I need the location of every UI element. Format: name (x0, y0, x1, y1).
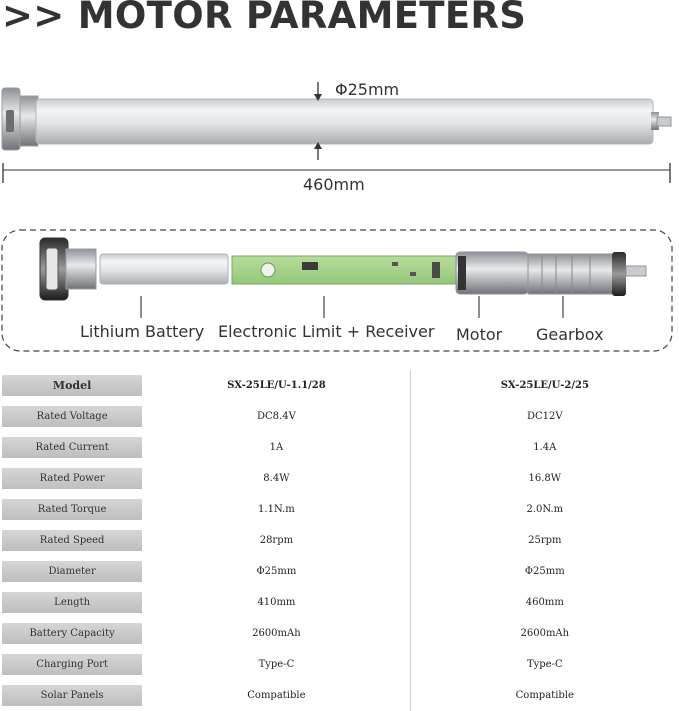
spec-label: Solar Panels (2, 685, 143, 706)
spec-label: Rated Speed (2, 530, 143, 551)
spec-value-col1: 28rpm (143, 525, 411, 556)
spec-value-col2: DC12V (526, 411, 563, 422)
spec-value-col2: 16.8W (528, 473, 562, 484)
page-title: >> MOTOR PARAMETERS (2, 0, 527, 37)
spec-value-col1: 1A (143, 432, 411, 463)
spec-value-col1: DC8.4V (143, 401, 411, 432)
diameter-label: Φ25mm (335, 80, 400, 99)
model-col2: SX-25LE/U-2/25 (500, 380, 589, 391)
spec-value-col2: 460mm (525, 597, 564, 608)
exploded-view-frame (1, 229, 673, 352)
spec-value-col2: 2600mAh (520, 628, 570, 639)
spec-value-col2: 25rpm (528, 535, 562, 546)
battery-end-cap (39, 237, 97, 301)
lithium-battery-tube (99, 253, 229, 285)
component-leader-lines (140, 296, 564, 318)
spec-value-col1: Compatible (143, 680, 411, 711)
component-label-receiver: Electronic Limit + Receiver (218, 322, 435, 341)
length-dimension (2, 163, 671, 183)
model-label: Model (2, 375, 143, 396)
spec-label: Battery Capacity (2, 623, 143, 644)
specs-table: Model SX-25LE/U-1.1/28 SX-25LE/U-2/25 Ra… (0, 370, 679, 711)
spec-value-col2: Φ25mm (524, 566, 565, 577)
model-col1: SX-25LE/U-1.1/28 (143, 370, 411, 401)
spec-label: Diameter (2, 561, 143, 582)
spec-value-col1: 2600mAh (143, 618, 411, 649)
spec-value-col2: Compatible (515, 690, 574, 701)
spec-value-col1: Φ25mm (143, 556, 411, 587)
length-label: 460mm (303, 175, 365, 194)
receiver-pcb (231, 255, 457, 285)
motor-body (455, 251, 529, 295)
tube-motor (1, 87, 672, 151)
spec-value-col1: Type-C (143, 649, 411, 680)
spec-label: Rated Torque (2, 499, 143, 520)
spec-label: Rated Current (2, 437, 143, 458)
component-label-gearbox: Gearbox (536, 325, 604, 344)
spec-value-col1: 410mm (143, 587, 411, 618)
spec-value-col2: 2.0N.m (526, 504, 564, 515)
spec-label: Charging Port (2, 654, 143, 675)
diameter-dimension (314, 82, 322, 160)
spec-label: Length (2, 592, 143, 613)
gearbox (527, 252, 647, 296)
spec-value-col2: 1.4A (533, 442, 557, 453)
spec-value-col2: Type-C (526, 659, 563, 670)
spec-label: Rated Power (2, 468, 143, 489)
component-label-motor: Motor (456, 325, 503, 344)
spec-label: Rated Voltage (2, 406, 143, 427)
specs-header-row: Model SX-25LE/U-1.1/28 SX-25LE/U-2/25 (0, 370, 679, 401)
component-label-battery: Lithium Battery (80, 322, 205, 341)
spec-value-col1: 8.4W (143, 463, 411, 494)
spec-value-col1: 1.1N.m (143, 494, 411, 525)
motor-diagram (1, 82, 673, 352)
